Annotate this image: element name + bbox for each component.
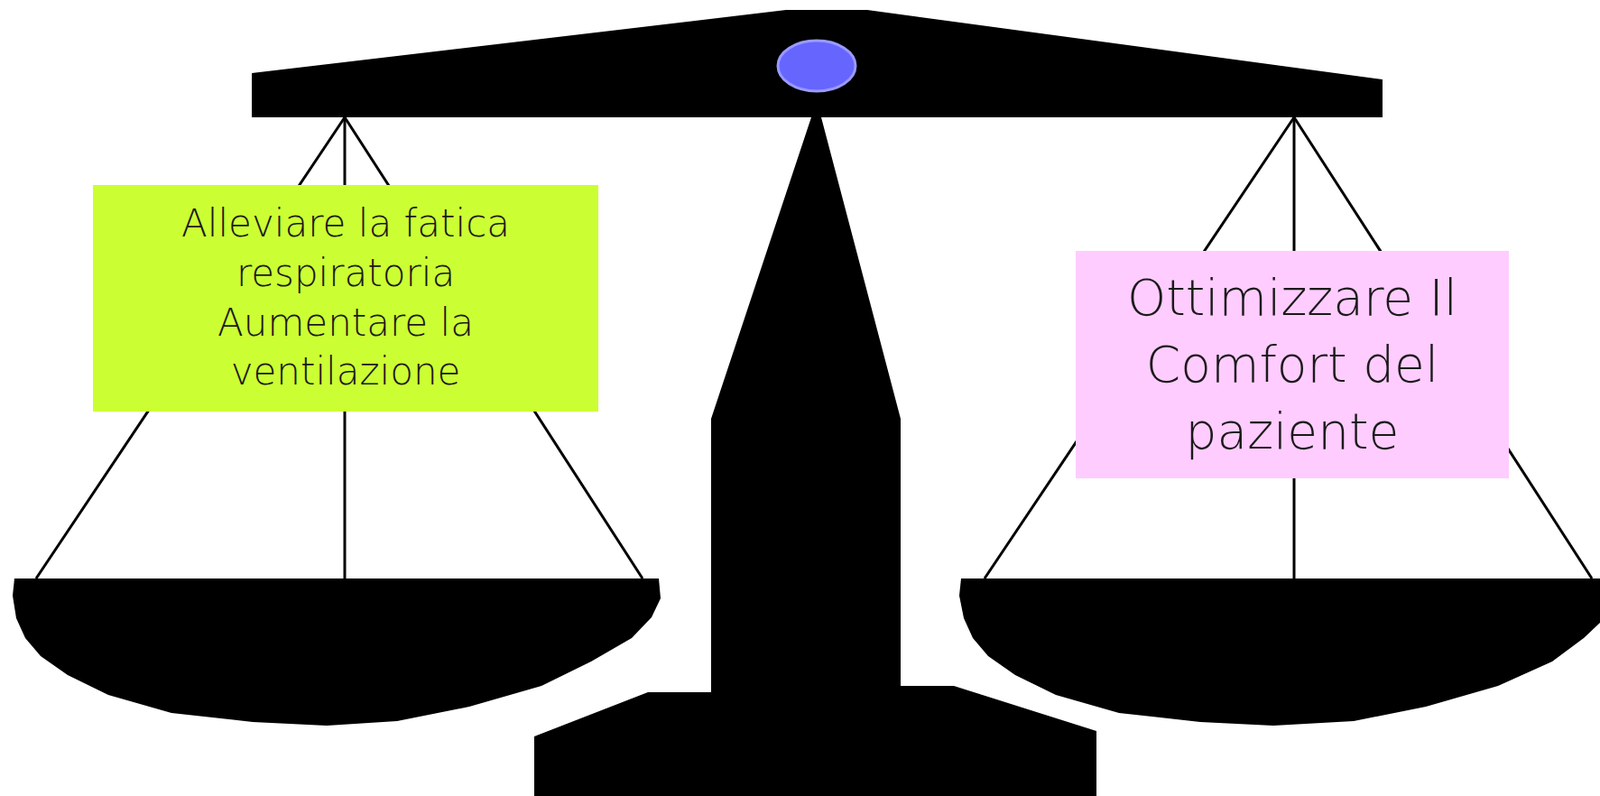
scale-pillar: [534, 117, 1097, 796]
right-pan: [959, 578, 1600, 726]
pivot-knob: [777, 40, 856, 92]
box-text: Aumentare la ventilazione: [110, 298, 581, 398]
scale-beam: [251, 9, 1383, 118]
left-pan: [12, 578, 661, 726]
box-text: Ottimizzare Il Comfort del paziente: [1093, 264, 1491, 466]
goal-box: Ottimizzare Il Comfort del paziente: [1075, 250, 1509, 479]
goal-box: Alleviare la fatica respiratoriaAumentar…: [92, 184, 599, 412]
box-text: Alleviare la fatica respiratoria: [110, 199, 581, 298]
